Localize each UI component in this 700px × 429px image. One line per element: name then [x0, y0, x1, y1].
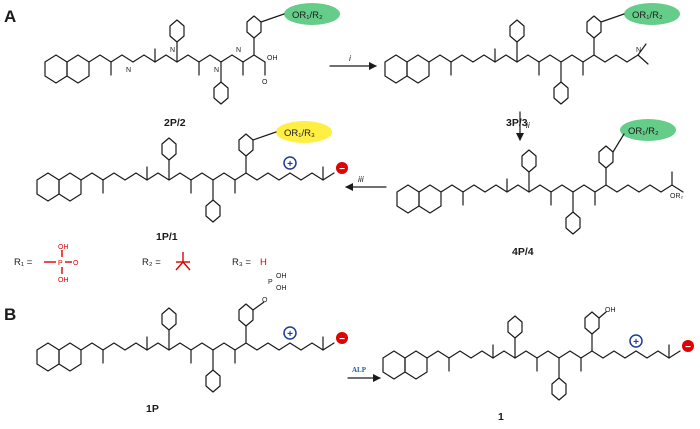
atom-o: O: [262, 79, 268, 86]
substituent-highlight-green: [624, 3, 680, 25]
anion-charge-icon: [336, 332, 348, 344]
anion-charge-icon: [336, 162, 348, 174]
atom-oh: OH: [605, 307, 616, 314]
molecule-4p: OR₂ OR₁/R₂: [396, 119, 684, 235]
cation-charge-icon: [283, 156, 297, 170]
substituent-label: OR₁/R₂: [292, 10, 323, 21]
cation-charge-icon: [283, 326, 297, 340]
r2-label: R₂ =: [142, 257, 161, 268]
atom-nh: N: [126, 67, 131, 74]
compound-label-1p: 1P: [146, 403, 159, 415]
atom-nh: N: [214, 67, 219, 74]
cation-charge-icon: [629, 334, 643, 348]
r3-label: R₃ =: [232, 257, 251, 268]
tyrosine-ring: [246, 15, 262, 39]
panel-label-b: B: [4, 305, 16, 324]
step-label-iii: iii: [358, 174, 365, 184]
molecule-3p: N OR₁/R₂: [384, 3, 680, 105]
plus-sign: +: [633, 337, 639, 348]
phosphate-o: O: [73, 260, 79, 267]
naphthalene-ring-a: [44, 54, 68, 84]
substituent-label: OR₁/R₂: [632, 10, 663, 21]
compound-label-3p: 3P/3: [506, 117, 528, 129]
phenyl-ring: [213, 81, 229, 105]
molecule-1p-1: + − OR₁/R₃: [36, 121, 348, 223]
phosphate-p: P: [58, 260, 63, 267]
atom-oh: OH: [276, 285, 287, 292]
molecule-2p: N N N N OH O OR₁/R₂: [44, 3, 340, 105]
minus-sign: −: [339, 334, 345, 345]
step-label-ii: ii: [526, 120, 531, 130]
phosphate-p: P: [268, 279, 273, 286]
tert-butyl-icon: [175, 252, 191, 271]
atom-n: N: [636, 47, 641, 54]
naphthalene-ring-b: [66, 54, 90, 84]
phosphate-oh-bottom: OH: [58, 277, 69, 284]
compound-label-4p: 4P/4: [512, 246, 534, 258]
minus-sign: −: [339, 164, 345, 175]
r-group-definitions: R₁ = P OH OH O R₂ = R₃ = H: [14, 244, 267, 284]
panel-label-a: A: [4, 7, 16, 26]
atom-oh: OH: [276, 273, 287, 280]
r3-value: H: [260, 257, 267, 268]
r1-label: R₁ =: [14, 257, 33, 268]
substituent-label: OR₁/R₂: [628, 126, 659, 137]
step-label-alp: ALP: [352, 366, 367, 374]
substituent-label: OR₁/R₃: [284, 128, 315, 139]
anion-charge-icon: [682, 340, 694, 352]
atom-nh: N: [170, 47, 175, 54]
compound-label-1: 1: [498, 411, 504, 423]
phosphate-oh-top: OH: [58, 244, 69, 251]
atom-nh: N: [236, 47, 241, 54]
molecule-1: OH + −: [382, 307, 694, 401]
atom-oh: OH: [267, 55, 278, 62]
substituent-highlight-green: [284, 3, 340, 25]
substituent-highlight-green: [620, 119, 676, 141]
compound-label-2p: 2P/2: [164, 117, 186, 129]
minus-sign: −: [685, 342, 691, 353]
plus-sign: +: [287, 329, 293, 340]
atom-or2: OR₂: [670, 193, 684, 200]
phenyl-ring: [169, 19, 185, 43]
step-label-i: i: [349, 53, 352, 63]
compound-label-1p-1: 1P/1: [156, 231, 178, 243]
substituent-highlight-yellow: [276, 121, 332, 143]
atom-o: O: [262, 297, 268, 304]
plus-sign: +: [287, 159, 293, 170]
molecule-1p: O P OH OH + −: [36, 273, 348, 393]
